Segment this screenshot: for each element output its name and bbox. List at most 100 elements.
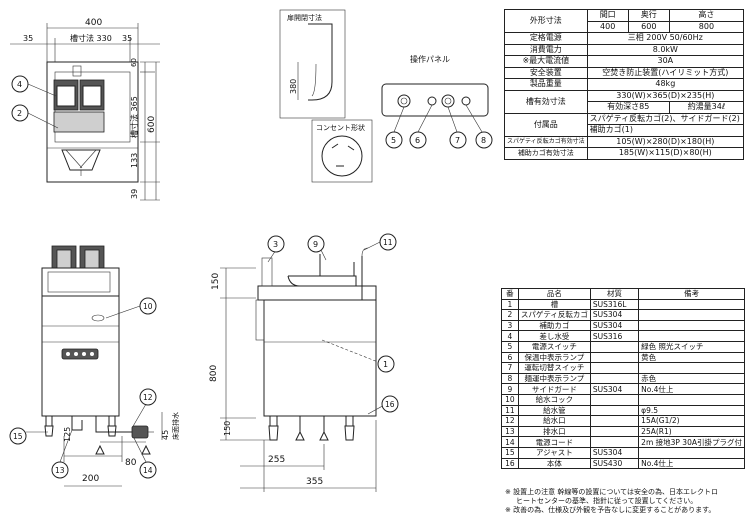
svg-text:2: 2 (17, 109, 22, 118)
floor-drain-label: 床面排水 (171, 412, 180, 440)
part-no: 1 (501, 298, 519, 311)
lid-swing-title: 扉開閉寸法 (287, 13, 322, 22)
callout-7: 7 (449, 131, 467, 149)
spec-depth: 600 (627, 20, 670, 33)
spec-key: ※最大電流値 (504, 55, 588, 68)
svg-text:3: 3 (273, 240, 278, 249)
dim-150-top: 150 (211, 273, 221, 290)
part-remarks: 緑色 照光スイッチ (638, 340, 745, 353)
part-name: 給水管 (517, 404, 591, 417)
part-no: 12 (501, 415, 519, 427)
part-no: 10 (501, 393, 519, 406)
part-name: 運転切替スイッチ (517, 362, 591, 374)
svg-text:14: 14 (143, 466, 153, 475)
part-material: SUS304 (589, 383, 640, 395)
svg-text:11: 11 (383, 238, 393, 247)
callout-12: 12 (139, 388, 157, 406)
part-name: 麺運中表示ランプ (517, 372, 591, 385)
svg-text:15: 15 (13, 432, 23, 441)
dim-tank-365: 槽寸法 365 (129, 96, 139, 138)
callout-16: 16 (381, 395, 399, 413)
spec-key: 消費電力 (504, 43, 588, 56)
dim-600: 600 (147, 116, 157, 133)
svg-text:8: 8 (481, 136, 486, 145)
part-name: 差し水受 (517, 330, 591, 342)
part-material (589, 372, 640, 385)
part-remarks: No.4仕上 (638, 457, 745, 470)
part-remarks: 15A(G1/2) (638, 415, 745, 427)
dim-200: 200 (82, 474, 99, 484)
dim-133: 133 (130, 153, 139, 168)
part-remarks (638, 298, 745, 311)
note-line-2: ヒートセンターの基準、指針に従って設置してください。 (516, 497, 698, 505)
part-remarks: φ9.5 (638, 404, 745, 417)
part-no: 4 (501, 330, 519, 342)
dim-45: 45 (161, 430, 170, 440)
part-name: 給水コック (517, 393, 591, 406)
spec-value: スパゲティ反転カゴ(2)、サイドガード(2) (586, 112, 745, 125)
part-name: 槽 (517, 298, 591, 311)
part-no: 11 (501, 404, 519, 417)
svg-text:1: 1 (383, 360, 388, 369)
spec-height: 800 (668, 20, 745, 33)
callout-9: 9 (307, 235, 325, 253)
part-material (589, 436, 640, 448)
spec-header-height: 高さ (668, 9, 745, 22)
part-remarks (638, 319, 745, 332)
callouts: 1 2 3 4 5 6 7 8 9 10 11 12 13 14 15 16 (9, 75, 493, 479)
spec-value: 185(W)×115(D)×80(H) (586, 147, 745, 160)
part-material (589, 415, 640, 427)
svg-text:6: 6 (415, 136, 420, 145)
spec-table: 外形寸法 間口 奥行 高さ 400 600 800 定格電源三相 200V 50… (504, 9, 745, 160)
part-name: スパゲティ反転カゴ (517, 309, 591, 321)
spec-key: 補助カゴ有効寸法 (504, 147, 588, 160)
dim-255: 255 (268, 455, 285, 465)
part-no: 3 (501, 319, 519, 332)
spec-value: 約湯量34ℓ (668, 101, 745, 114)
dim-125: 125 (63, 427, 72, 442)
callout-11: 11 (379, 233, 397, 251)
spec-key: 定格電源 (504, 32, 588, 45)
svg-text:16: 16 (385, 400, 395, 409)
svg-text:13: 13 (55, 466, 65, 475)
spec-header-depth: 奥行 (627, 9, 670, 22)
part-material: SUS316L (589, 298, 640, 311)
callout-10: 10 (139, 297, 157, 315)
part-name: 排水口 (517, 425, 591, 438)
part-no: 6 (501, 351, 519, 364)
spec-value: 8.0kW (586, 43, 745, 56)
part-remarks (638, 446, 745, 459)
part-name: 電源スイッチ (517, 340, 591, 353)
part-material: SUS304 (589, 446, 640, 459)
part-remarks (638, 362, 745, 374)
water-cock-icon (91, 314, 105, 322)
parts-header-material: 材質 (589, 288, 640, 300)
dim-150-bottom: 150 (223, 421, 232, 436)
dim-35-left: 35 (23, 34, 33, 43)
spec-key: 製品重量 (504, 78, 588, 91)
parts-header-remarks: 備考 (638, 288, 745, 300)
part-no: 16 (501, 457, 519, 470)
svg-text:10: 10 (143, 302, 153, 311)
spec-header-width: 間口 (586, 9, 629, 22)
svg-text:12: 12 (143, 393, 153, 402)
part-material: SUS304 (589, 319, 640, 332)
callout-3: 3 (267, 235, 285, 253)
part-name: 本体 (517, 457, 591, 470)
part-no: 14 (501, 436, 519, 448)
part-material (589, 404, 640, 417)
spec-key: 安全装置 (504, 66, 588, 79)
lid-swing-view: 扉開閉寸法 380 (279, 9, 346, 119)
dim-60: 60 (130, 58, 138, 67)
dim-380: 380 (289, 79, 298, 94)
part-no: 15 (501, 446, 519, 459)
